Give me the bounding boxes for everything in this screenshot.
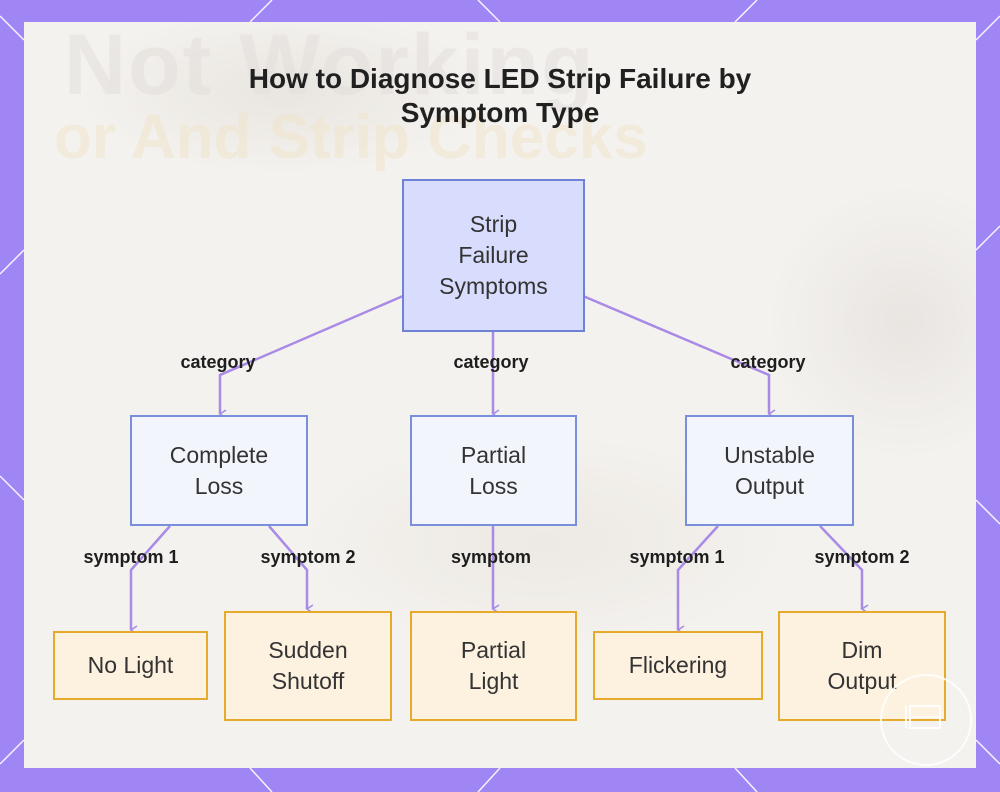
node-partial-light: Partial Light: [410, 611, 577, 721]
node-unstable-output: Unstable Output: [685, 415, 854, 526]
edge-label-complete-shutoff: symptom 2: [260, 547, 356, 567]
edge-label-unstable-dim: symptom 2: [814, 547, 910, 567]
edge-label-complete-nolight: symptom 1: [83, 547, 179, 567]
background-text-1: Not Working: [64, 22, 596, 113]
node-strip-failure-symptoms: Strip Failure Symptoms: [402, 179, 585, 332]
node-sudden-shutoff: Sudden Shutoff: [224, 611, 392, 721]
node-no-light: No Light: [53, 631, 208, 700]
edge-label-root-partial: category: [453, 352, 529, 372]
edge-label-unstable-flicker: symptom 1: [629, 547, 725, 567]
edge-label-partial-light: symptom: [450, 547, 532, 567]
edge-label-root-unstable: category: [730, 352, 806, 372]
title-line-2: Symptom Type: [400, 97, 600, 128]
node-partial-loss: Partial Loss: [410, 415, 577, 526]
edge-complete-nolight: [129, 525, 171, 635]
edge-unstable-flicker: [676, 525, 719, 635]
edge-complete-shutoff: [268, 525, 314, 614]
edge-label-root-complete: category: [180, 352, 256, 372]
node-flickering: Flickering: [593, 631, 763, 700]
edge-root-unstable: [582, 294, 776, 419]
edge-unstable-dim: [819, 525, 869, 614]
watermark-logo: [880, 674, 972, 766]
edge-root-complete: [218, 294, 404, 419]
title-line-1: How to Diagnose LED Strip Failure by: [248, 63, 752, 94]
watermark-logo-icon: [905, 705, 941, 729]
background-text-2: or And Strip Checks: [54, 103, 648, 172]
diagram-title: How to Diagnose LED Strip Failure by Sym…: [0, 62, 1000, 130]
node-complete-loss: Complete Loss: [130, 415, 308, 526]
